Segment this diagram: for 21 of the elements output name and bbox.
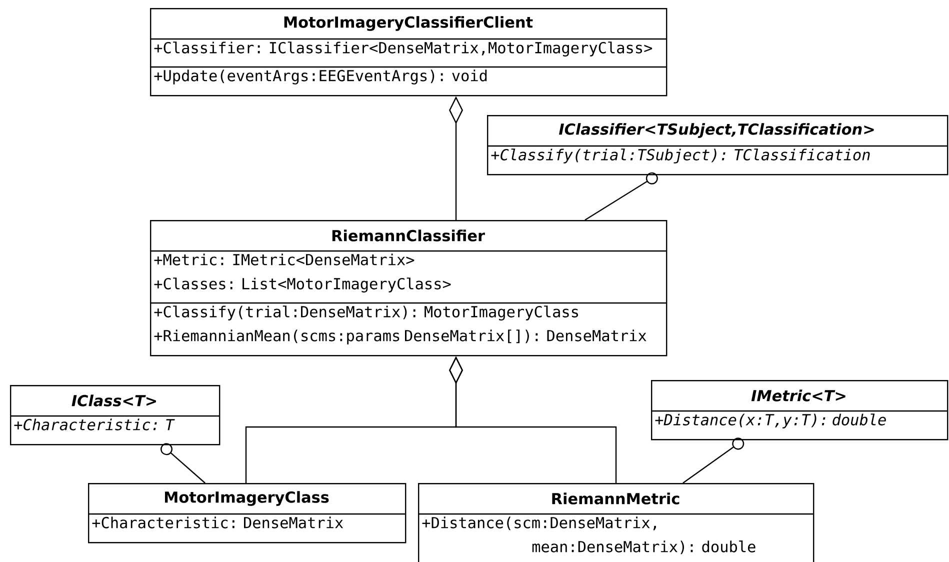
interface-line [584,172,658,220]
class-box: RiemannMetric +Distance(scm:DenseMatrix, mean:DenseMatrix): double [418,483,814,562]
member-text: +Distance(x:T,y:T): double [655,414,886,428]
class-box: MotorImageryClassifierClient +Classifier: IClassifier<DenseMatrix,MotorImageryClass> +Update(eventArgs:EEGEventArgs): void [150,8,668,96]
member-text: +Classifier: IClassifier<DenseMatrix,MotorImageryClass> [154,42,652,56]
member-text: +Characteristic: T [14,418,175,430]
member-text: +Distance(scm:DenseMatrix, mean:DenseMatrix): double [422,516,756,554]
class-box: RiemannClassifier +Metric: IMetric<DenseMatrix> +Classes: List<MotorImageryClass> +Classify(trial:DenseMatrix): MotorImageryClass +RiemannianMean(scms:params DenseMatrix[]): DenseMatrix [150,220,668,356]
member-text: +Classify(trial:DenseMatrix): MotorImageryClass [154,306,578,320]
interface-line [160,443,206,484]
member-text: +Classes: List<MotorImageryClass> [154,278,451,292]
interface-box: IMetric<T> +Distance(x:T,y:T): double [651,380,948,440]
member-text: +Metric: IMetric<DenseMatrix> [154,254,414,266]
interface-line [682,438,744,484]
member-text: +Update(eventArgs:EEGEventArgs): void [154,70,487,84]
interface-box: IClassifier<TSubject,TClassification> +Classify(trial:TSubject): TClassification [487,115,948,176]
member-text: +Characteristic: DenseMatrix [92,516,344,528]
member-text: +RiemannianMean(scms:params DenseMatrix[]): DenseMatrix [154,330,646,344]
class-box: MotorImageryClass +Characteristic: DenseMatrix [88,483,406,544]
member-text: +Classify(trial:TSubject): TClassification [491,148,870,164]
interface-box: IClass<T> +Characteristic: T [10,385,220,446]
